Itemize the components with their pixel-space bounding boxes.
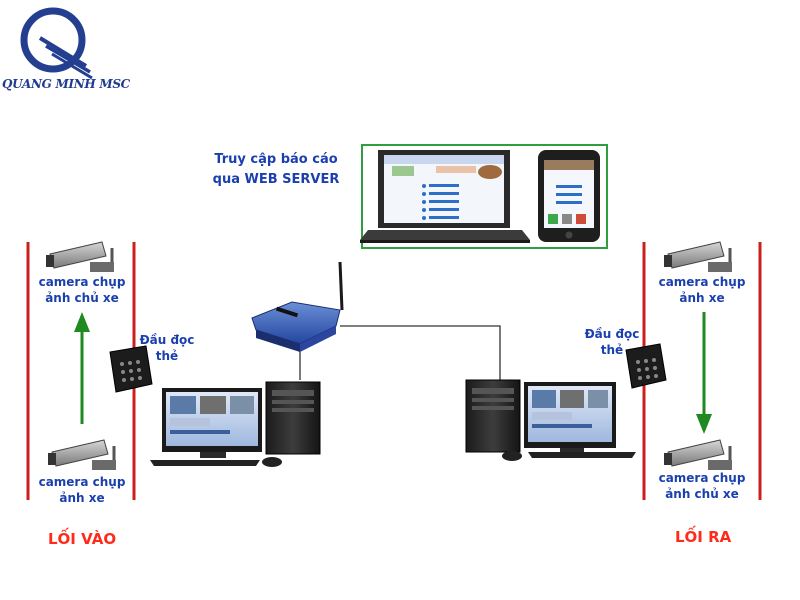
exit-camera-top-label: camera chụp ảnh xe xyxy=(658,275,746,305)
entry-computer-icon xyxy=(150,381,321,467)
camera-icon xyxy=(664,241,732,272)
exit-direction-arrow xyxy=(696,312,712,434)
entry-gate-label: LỐI VÀO xyxy=(48,530,117,548)
card-reader-icon xyxy=(625,343,667,389)
card-reader-icon xyxy=(109,345,153,393)
web-server-label: Truy cập báo cáo qua WEB SERVER xyxy=(196,150,356,190)
exit-camera-bottom-label: camera chụp ảnh chủ xe xyxy=(658,471,746,501)
exit-gate-label: LỐI RA xyxy=(675,528,732,546)
camera-icon xyxy=(46,241,114,272)
smartphone-icon xyxy=(538,150,600,242)
web-server-label-line1: Truy cập báo cáo xyxy=(214,152,338,167)
web-server-label-line2: qua WEB SERVER xyxy=(212,172,340,187)
entry-camera-bottom-label: camera chụp ảnh xe xyxy=(38,475,126,505)
exit-computer-icon xyxy=(465,379,636,461)
entry-direction-arrow xyxy=(74,312,90,424)
camera-icon xyxy=(664,439,732,470)
q-swoosh-logo-icon xyxy=(20,7,93,80)
entry-card-reader-label: Đầu đọc thẻ xyxy=(139,333,195,363)
exit-card-reader-label: Đầu đọc thẻ xyxy=(584,327,640,357)
camera-icon xyxy=(48,439,116,470)
logo-text: QUANG MINH MSC xyxy=(2,77,130,91)
laptop-icon xyxy=(360,150,530,243)
router-icon xyxy=(251,261,344,352)
entry-camera-top-label: camera chụp ảnh chủ xe xyxy=(38,275,126,305)
